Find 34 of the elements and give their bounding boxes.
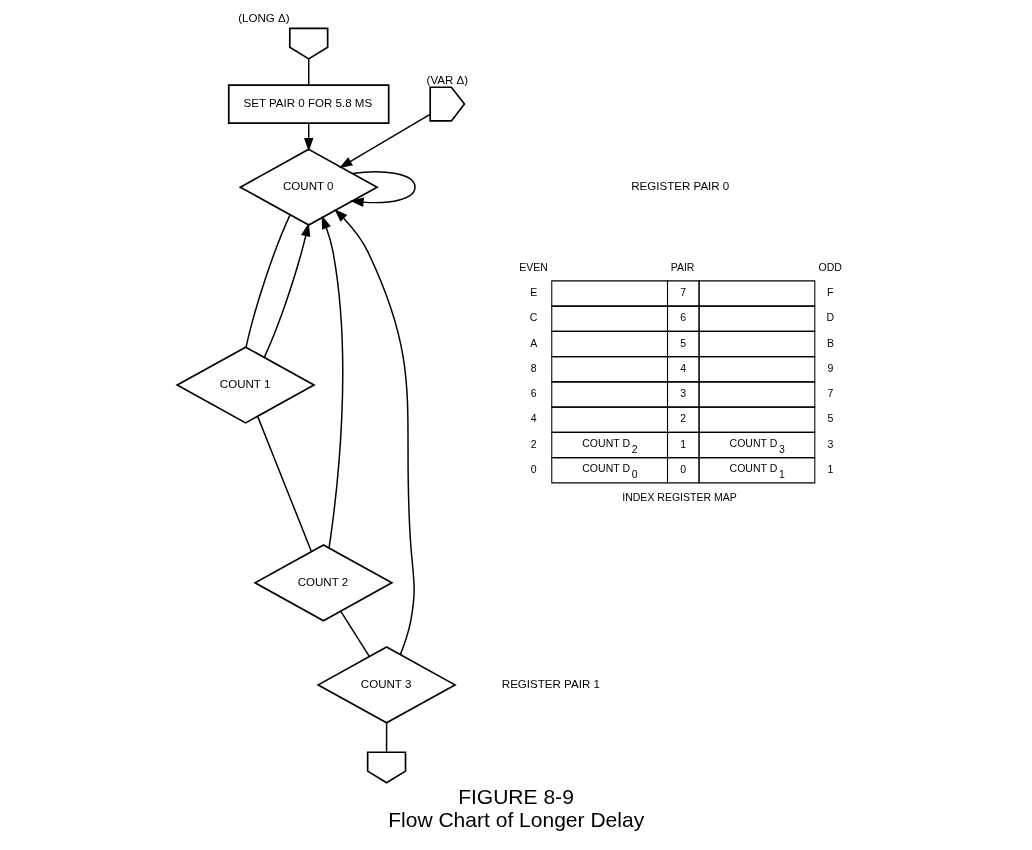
label: E — [530, 286, 538, 299]
label: 5 — [827, 412, 834, 425]
label: B — [826, 336, 834, 349]
label: 2 — [680, 412, 686, 425]
label: 0 — [680, 462, 686, 475]
node-label: (LONG Δ) — [238, 11, 290, 24]
label: PAIR — [670, 260, 695, 273]
label: 4 — [680, 361, 686, 374]
label: 6 — [680, 311, 686, 324]
label: 5 — [680, 336, 686, 349]
label: 7 — [827, 387, 834, 400]
label: 8 — [530, 361, 537, 374]
label: REGISTER PAIR 0 — [631, 180, 730, 193]
label: 9 — [827, 361, 834, 374]
diagram-title: FIGURE 8-9 — [458, 784, 574, 808]
label: ODD — [818, 260, 842, 273]
label: 4 — [530, 412, 537, 425]
label: 1 — [827, 462, 834, 475]
label: EVEN — [519, 260, 548, 273]
node-label: (VAR Δ) — [426, 73, 469, 86]
label: 7 — [680, 286, 686, 299]
label: 1 — [680, 437, 686, 450]
label: 2 — [530, 437, 537, 450]
label: REGISTER PAIR 1 — [501, 677, 600, 690]
label: A — [530, 336, 538, 349]
label: 0 — [530, 462, 537, 475]
label: 6 — [530, 387, 537, 400]
caption: Flow Chart of Longer Delay — [388, 807, 645, 831]
label: 3 — [827, 437, 834, 450]
label: C — [529, 311, 538, 324]
label: 3 — [680, 387, 686, 400]
label: F — [826, 286, 834, 299]
label: D — [826, 311, 834, 324]
label: INDEX REGISTER MAP — [622, 491, 737, 504]
